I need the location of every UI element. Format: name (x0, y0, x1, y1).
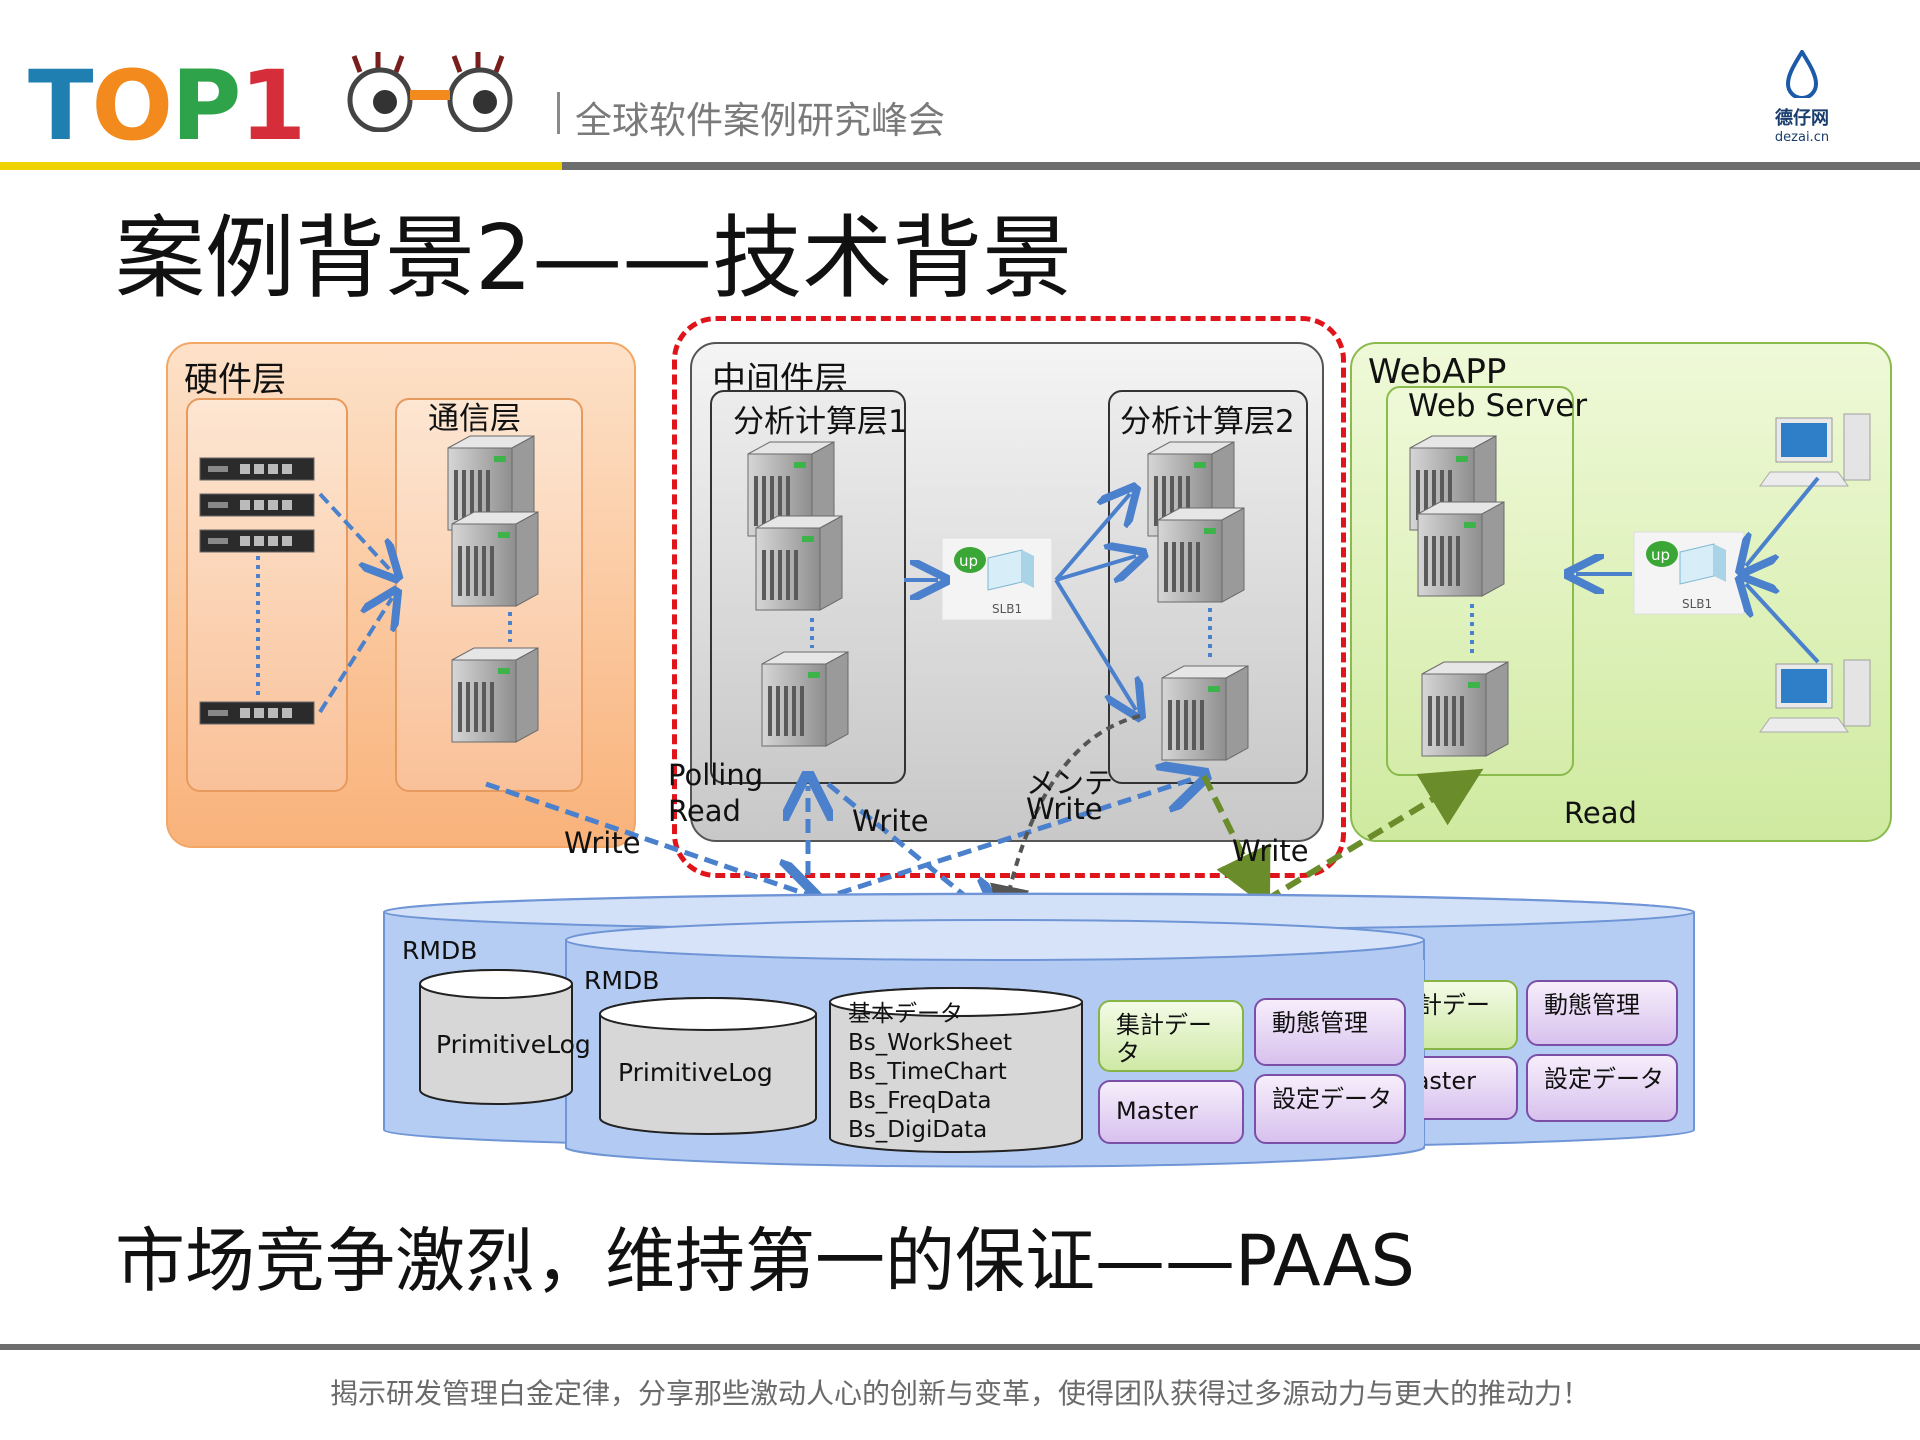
footer-divider (0, 1344, 1920, 1350)
flow-label-read: Read (668, 794, 741, 828)
logo-letter: P (171, 50, 241, 162)
table-item: Bs_TimeChart (848, 1059, 1007, 1085)
back-store-settings: 設定データ (1526, 1054, 1678, 1122)
table-item: 基本データ (848, 1001, 963, 1027)
store-dynamic: 動態管理 (1254, 998, 1406, 1066)
highlight-boundary (672, 316, 1346, 878)
web-server-label: Web Server (1408, 388, 1588, 424)
comm-layer-label: 通信层 (428, 401, 521, 437)
conference-name: 全球软件案例研究峰会 (575, 99, 945, 142)
flow-label-write-right: Write (1232, 834, 1309, 868)
header-separator (557, 92, 560, 134)
table-item: Bs_DigiData (848, 1117, 988, 1143)
hardware-devices-panel (186, 398, 348, 792)
logo-eyes-icon (347, 52, 513, 132)
logo-letter: O (91, 50, 173, 162)
top1-logo: TOP1 (28, 58, 306, 154)
table-list: 基本データ Bs_WorkSheet Bs_TimeChart Bs_FreqD… (848, 1000, 1012, 1145)
header-divider (562, 162, 1920, 170)
logo-letter: T (28, 50, 93, 162)
webapp-label: WebAPP (1368, 352, 1507, 392)
logo-letter: 1 (239, 50, 306, 162)
slide-title: 案例背景2——技术背景 (115, 206, 1073, 311)
logo-text: TOP1 (28, 50, 306, 162)
flow-label-mainte: メンテ (1026, 766, 1114, 800)
footer-slogan: 揭示研发管理白金定律，分享那些激动人心的创新与变革，使得团队获得过多源动力与更大… (329, 1377, 1590, 1410)
front-primitivelog-label: PrimitiveLog (618, 1058, 773, 1087)
flow-label-write-mid2: Write (1026, 792, 1103, 826)
calc-layer-2-label: 分析计算层2 (1120, 404, 1295, 440)
flow-label-read-right: Read (1564, 796, 1637, 830)
hardware-layer-label: 硬件层 (184, 360, 286, 400)
flow-label-write-left: Write (564, 826, 641, 860)
table-item: Bs_WorkSheet (848, 1030, 1012, 1056)
comm-layer-panel (395, 398, 583, 792)
back-rmdb-label: RMDB (402, 936, 478, 965)
header-accent-bar (0, 162, 562, 170)
partner-name: 德仔网 (1775, 108, 1829, 129)
store-aggregate: 集計データ (1098, 1000, 1244, 1072)
partner-logo: 德仔网 dezai.cn (1742, 48, 1862, 145)
web-server-panel (1386, 386, 1574, 776)
front-rmdb-label: RMDB (584, 966, 660, 995)
partner-domain: dezai.cn (1774, 130, 1830, 145)
slide-subtitle: 市场竞争激烈，维持第一的保证——PAAS (115, 1220, 1415, 1302)
back-store-dynamic: 動態管理 (1526, 980, 1678, 1046)
dezai-drop-icon (1785, 48, 1819, 100)
calc-layer-1-label: 分析计算层1 (733, 404, 908, 440)
flow-label-polling: Polling (668, 758, 764, 792)
back-primitivelog-label: PrimitiveLog (436, 1030, 591, 1059)
flow-label-write-mid: Write (852, 804, 929, 838)
store-master: Master (1098, 1080, 1244, 1144)
table-item: Bs_FreqData (848, 1088, 992, 1114)
store-settings: 設定データ (1254, 1074, 1406, 1144)
